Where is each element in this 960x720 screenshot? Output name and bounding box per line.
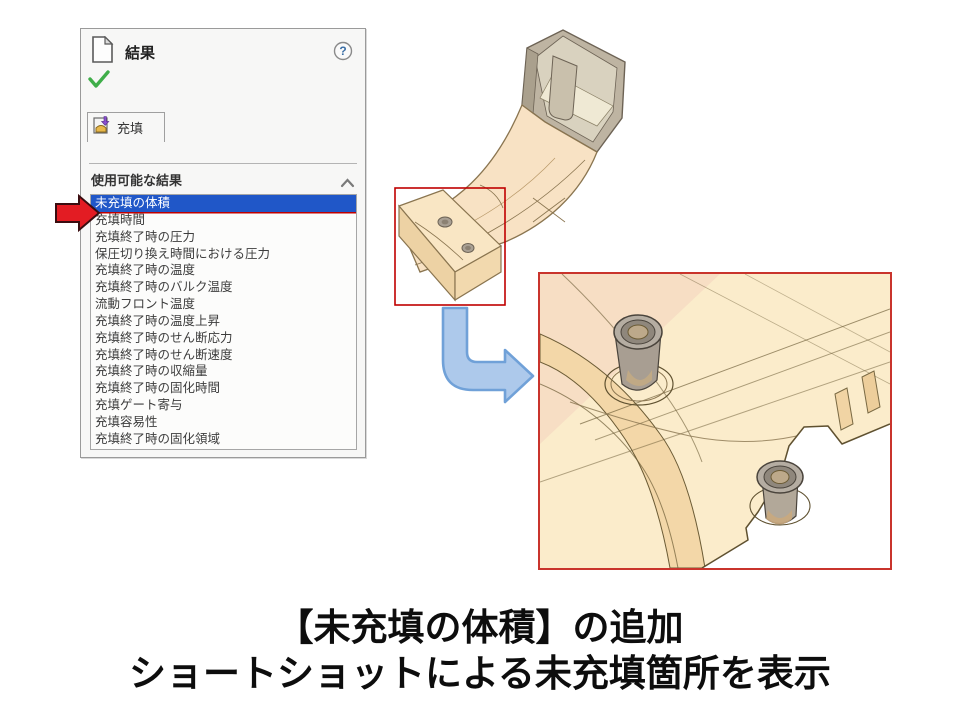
- fill-tab-icon: [92, 115, 112, 140]
- slide-title-line2: ショートショットによる未充填箇所を表示: [129, 653, 831, 694]
- result-item[interactable]: 充填終了時のせん断応力: [95, 330, 233, 345]
- result-item[interactable]: 保圧切り換え時間における圧力: [95, 246, 271, 261]
- result-item[interactable]: 充填終了時の収縮量: [95, 364, 208, 379]
- detail-zoom-image: [538, 272, 892, 570]
- results-panel: 結果 ? 充填 使用可能な結果: [80, 28, 366, 458]
- chevron-up-icon[interactable]: [340, 175, 355, 193]
- tab-label: 充填: [117, 121, 144, 136]
- slide-title-line1: 【未充填の体積】の追加: [276, 607, 684, 648]
- result-item[interactable]: 流動フロント温度: [95, 297, 196, 312]
- zoom-bent-arrow-icon: [435, 300, 540, 413]
- panel-title: 結果: [125, 45, 156, 62]
- result-item[interactable]: 充填時間: [95, 212, 146, 227]
- model-image: [394, 29, 626, 306]
- result-item[interactable]: 未充填の体積: [91, 195, 356, 212]
- result-item[interactable]: 充填終了時の固化領域: [95, 431, 221, 446]
- results-list: 未充填の体積充填時間充填終了時の圧力保圧切り換え時間における圧力充填終了時の温度…: [90, 194, 357, 450]
- document-icon: [91, 35, 114, 68]
- result-item[interactable]: 充填終了時の固化時間: [95, 381, 221, 396]
- svg-text:?: ?: [339, 44, 346, 58]
- help-icon[interactable]: ?: [333, 41, 353, 61]
- tab-fill[interactable]: 充填: [87, 112, 165, 142]
- result-item[interactable]: 充填終了時の圧力: [95, 229, 196, 244]
- result-item[interactable]: 充填容易性: [95, 414, 158, 429]
- result-item[interactable]: 充填ゲート寄与: [95, 398, 183, 413]
- result-item[interactable]: 充填終了時の温度上昇: [95, 313, 221, 328]
- model-highlight-box: [394, 187, 506, 306]
- result-item[interactable]: 充填終了時のせん断速度: [95, 347, 233, 362]
- separator-line: [89, 163, 357, 164]
- available-results-header: 使用可能な結果: [91, 173, 183, 188]
- red-pointer-arrow-icon: [54, 193, 102, 238]
- success-check-icon: [87, 69, 111, 94]
- result-item[interactable]: 充填終了時のバルク温度: [95, 280, 233, 295]
- result-item[interactable]: 充填終了時の温度: [95, 263, 196, 278]
